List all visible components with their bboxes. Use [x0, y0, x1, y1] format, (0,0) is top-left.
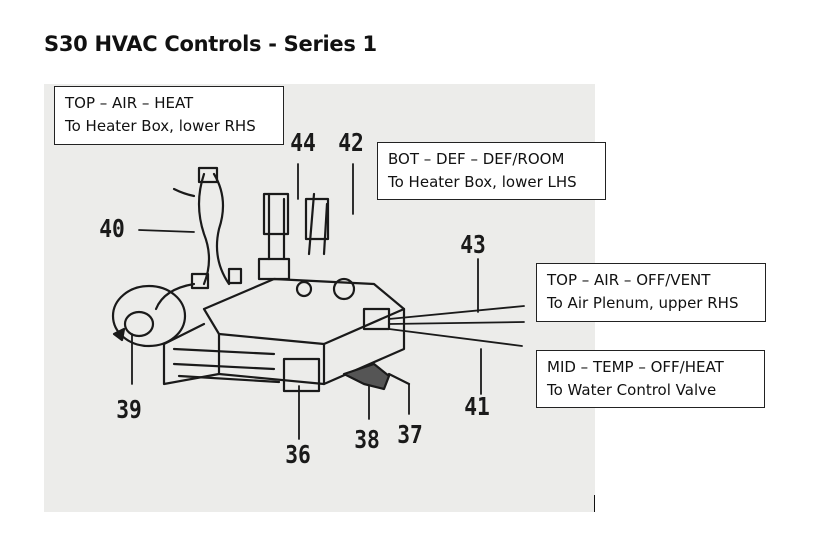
right-cables — [388, 305, 525, 347]
callout-destination: To Water Control Valve — [547, 381, 717, 399]
callout-label: BOT – DEF – DEF/ROOM — [388, 150, 565, 168]
callout-label: TOP – AIR – OFF/VENT — [547, 271, 711, 289]
upper-cables — [262, 192, 330, 261]
border-tick — [594, 495, 595, 512]
blower-knob — [111, 284, 187, 348]
page-title: S30 HVAC Controls - Series 1 — [44, 32, 377, 56]
callout-destination: To Heater Box, lower LHS — [388, 173, 577, 191]
callout-label: TOP – AIR – HEAT — [65, 94, 194, 112]
part-number-44: 44 — [290, 128, 316, 157]
part-number-42: 42 — [338, 128, 364, 157]
callout-top-air-heat: TOP – AIR – HEAT To Heater Box, lower RH… — [54, 86, 284, 145]
part-number-40: 40 — [99, 214, 125, 243]
leader-lines — [131, 163, 482, 440]
exploded-parts-drawing — [111, 163, 525, 440]
callout-destination: To Air Plenum, upper RHS — [547, 294, 739, 312]
callout-mid-temp-offheat: MID – TEMP – OFF/HEAT To Water Control V… — [536, 350, 765, 408]
callout-top-air-offvent: TOP – AIR – OFF/VENT To Air Plenum, uppe… — [536, 263, 766, 322]
callout-destination: To Heater Box, lower RHS — [65, 117, 256, 135]
wiring-harness — [154, 166, 243, 311]
part-number-37: 37 — [397, 420, 423, 449]
callout-label: MID – TEMP – OFF/HEAT — [547, 358, 724, 376]
part-number-43: 43 — [460, 230, 486, 259]
callout-bot-def-defroom: BOT – DEF – DEF/ROOM To Heater Box, lowe… — [377, 142, 606, 200]
part-number-36: 36 — [285, 440, 311, 469]
part-number-41: 41 — [464, 392, 490, 421]
part-number-39: 39 — [116, 395, 142, 424]
lever-part — [342, 362, 411, 391]
part-number-38: 38 — [354, 425, 380, 454]
